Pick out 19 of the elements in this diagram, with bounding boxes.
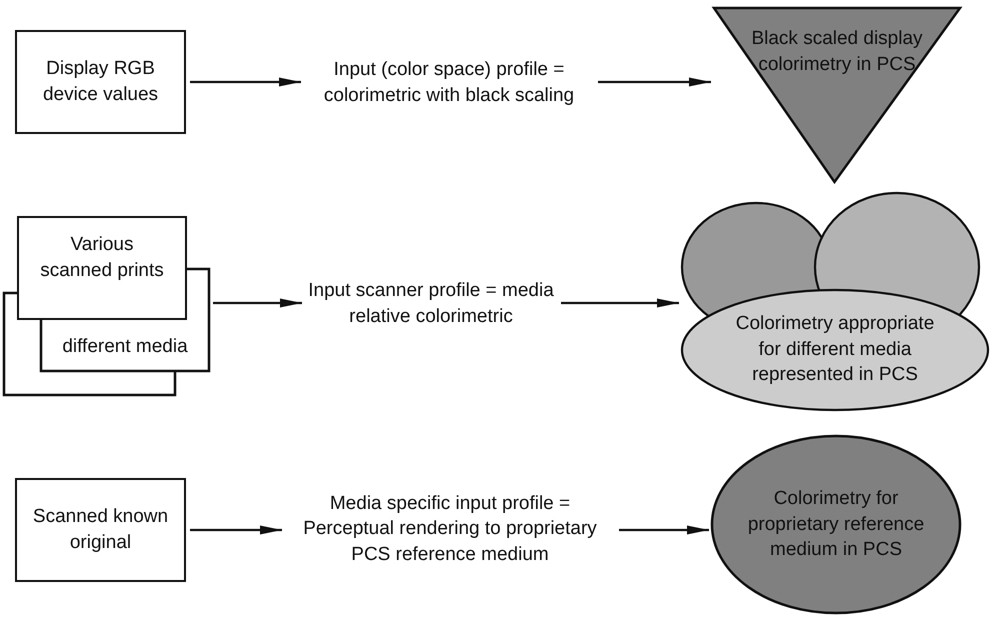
node-label: Black scaled display colorimetry in PCS bbox=[750, 27, 924, 77]
node-label: different media bbox=[62, 335, 188, 360]
node-label: Colorimetry for proprietary reference medium in PCS bbox=[746, 487, 926, 562]
description-text: Media specific input profile = Perceptual rendering to proprietary PCS reference medium bbox=[302, 492, 598, 567]
document-box bbox=[17, 216, 187, 320]
description-text: Input (color space) profile = colorimetric with black scaling bbox=[322, 58, 576, 108]
arrow bbox=[598, 78, 711, 86]
arrow bbox=[619, 526, 709, 534]
arrow bbox=[213, 298, 302, 308]
node-label: Scanned known original bbox=[32, 505, 170, 555]
arrow bbox=[561, 298, 679, 308]
node-label: Display RGB device values bbox=[42, 57, 160, 107]
node-label: Various scanned prints bbox=[39, 233, 165, 283]
process-box bbox=[15, 478, 186, 582]
node-label: Colorimetry appropriate for different media represented in PCS bbox=[734, 312, 936, 388]
arrow bbox=[190, 78, 301, 86]
process-box bbox=[15, 30, 186, 134]
arrow bbox=[190, 526, 282, 534]
description-text: Input scanner profile = media relative colorimetric bbox=[307, 279, 555, 329]
